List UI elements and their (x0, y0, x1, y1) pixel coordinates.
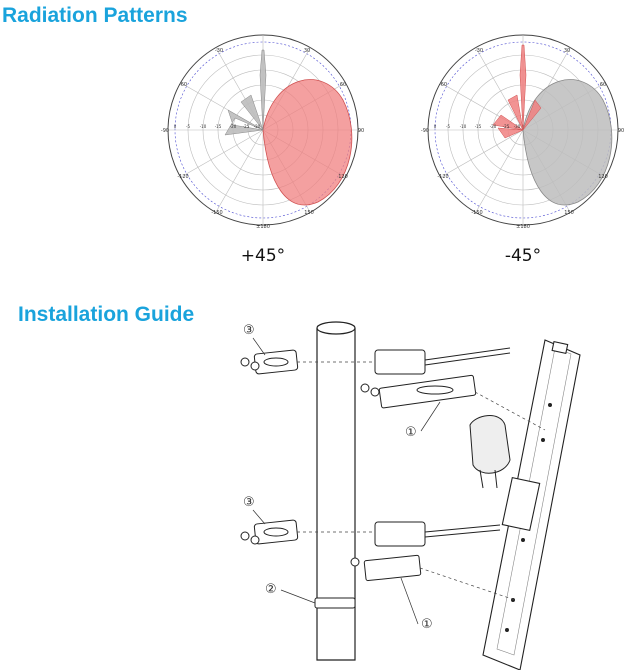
radiation-pattern-minus45: -30 30 -60 60 -90 90 -120 120 -150 150 ±… (421, 34, 624, 230)
dial-label: -150 (471, 210, 482, 216)
radiation-pattern-plus45: -30 30 -60 60 -90 90 -120 120 -150 150 ±… (161, 34, 364, 230)
pattern-caption-plus45: +45° (240, 246, 286, 266)
radiation-patterns-heading: Radiation Patterns (2, 4, 188, 27)
assembly-guide-lines (297, 361, 546, 601)
scale-label: 0 (434, 124, 437, 129)
main-lobe-gray (522, 79, 613, 206)
dial-label: ±180 (256, 224, 270, 230)
scale-label: -30 (514, 124, 521, 129)
dial-label: -150 (211, 210, 222, 216)
scale-label: -25 (243, 124, 250, 129)
dial-label: 60 (340, 82, 346, 88)
callout-label: ① (405, 425, 417, 440)
dial-label: 60 (600, 82, 606, 88)
scale-label: -5 (186, 124, 190, 129)
scale-labels: 0 -5 -10 -15 -20 -25 -30 (434, 124, 521, 129)
scale-label: -15 (215, 124, 222, 129)
scale-labels: 0 -5 -10 -15 -20 -25 -30 (174, 124, 261, 129)
dial-label: -30 (475, 48, 483, 54)
callout-label: ③ (243, 495, 255, 510)
dial-label: -120 (177, 174, 188, 180)
scale-label: -25 (503, 124, 510, 129)
dial-label: -30 (215, 48, 223, 54)
dial-label: -120 (437, 174, 448, 180)
dial-label: 30 (304, 48, 310, 54)
dial-label: 120 (338, 174, 348, 180)
dial-label: 120 (598, 174, 608, 180)
callout-label: ③ (243, 323, 255, 338)
scale-label: 0 (174, 124, 177, 129)
scale-label: -30 (254, 124, 261, 129)
dial-label: 90 (618, 128, 624, 134)
dial-label: 30 (564, 48, 570, 54)
dial-label: -60 (439, 82, 447, 88)
dial-label: ±180 (516, 224, 530, 230)
dial-label: -90 (421, 128, 429, 134)
scale-label: -5 (446, 124, 450, 129)
downtilt-clamp (469, 415, 511, 489)
dial-labels: -30 30 -60 60 -90 90 -120 120 -150 150 ±… (421, 48, 624, 230)
main-lobe-red (492, 44, 542, 139)
callout-label: ② (265, 582, 277, 597)
scale-label: -20 (490, 124, 497, 129)
scale-label: -10 (200, 124, 207, 129)
pattern-caption-minus45: -45° (504, 246, 542, 266)
scale-label: -15 (475, 124, 482, 129)
scale-label: -10 (460, 124, 467, 129)
dial-labels: -30 30 -60 60 -90 90 -120 120 -150 150 ±… (161, 48, 364, 230)
installation-guide-heading: Installation Guide (18, 303, 195, 326)
callout-label: ① (421, 617, 433, 632)
installation-diagram: ③ ③ ① ① ② (240, 321, 581, 670)
callout-leaders (252, 337, 441, 625)
dial-label: -60 (179, 82, 187, 88)
mounting-pole (316, 321, 356, 661)
main-lobe-red (262, 79, 353, 206)
dial-label: -90 (161, 128, 169, 134)
lower-bracket-set (240, 519, 501, 609)
upper-bracket-set (240, 347, 511, 409)
main-lobe-gray (224, 49, 267, 136)
dial-label: 150 (564, 210, 574, 216)
callout-labels: ③ ③ ① ① ② (243, 323, 433, 632)
scale-label: -20 (230, 124, 237, 129)
antenna-panel (482, 339, 581, 670)
dial-label: 150 (304, 210, 314, 216)
dial-label: 90 (358, 128, 364, 134)
